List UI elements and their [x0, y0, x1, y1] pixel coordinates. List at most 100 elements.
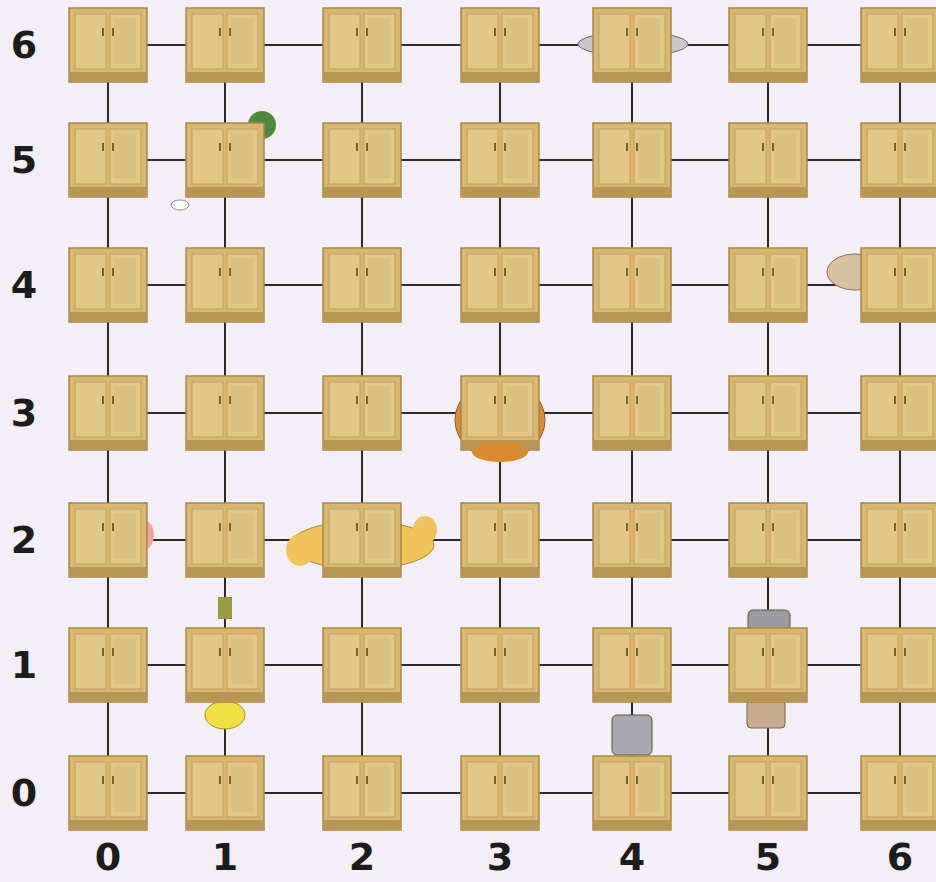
cabinet-panel: [368, 258, 390, 304]
cabinet-body: [69, 376, 147, 450]
cabinet-body: [69, 248, 147, 322]
cabinet-handle: [504, 268, 506, 276]
cabinet-body: [861, 248, 936, 322]
cabinet: [729, 756, 807, 830]
cabinet-door: [634, 14, 665, 69]
cabinet-handle: [772, 396, 774, 404]
cabinet: [323, 123, 401, 197]
cabinet-handle: [356, 523, 358, 531]
cabinet-handle: [356, 268, 358, 276]
cabinet-panel: [114, 386, 136, 432]
column-number: 1: [212, 838, 238, 876]
cabinet-door: [110, 382, 141, 437]
cabinet-panel: [774, 386, 796, 432]
cabinet-panel: [906, 766, 928, 812]
cabinet: [593, 756, 671, 830]
cabinet-panel: [114, 18, 136, 64]
row-number: 0: [11, 774, 37, 812]
cabinet-handle: [772, 523, 774, 531]
cabinet: [186, 8, 264, 82]
cabinet-door: [75, 509, 106, 564]
cabinet-body: [593, 376, 671, 450]
cabinet-door: [364, 129, 395, 184]
cabinet-door: [502, 509, 533, 564]
cabinet-body: [186, 503, 264, 577]
cabinet-base: [461, 692, 539, 702]
cabinet-door: [902, 762, 933, 817]
cabinet-door: [735, 634, 766, 689]
cabinet-body: [861, 8, 936, 82]
cabinet-body: [729, 376, 807, 450]
cabinet: [729, 123, 807, 197]
cabinet-handle: [772, 28, 774, 36]
cabinet: [461, 248, 539, 322]
cabinet-door: [227, 762, 258, 817]
cabinet-base: [729, 72, 807, 82]
column-number: 2: [349, 838, 375, 876]
cabinet-door: [902, 254, 933, 309]
cabinet-handle: [112, 523, 114, 531]
cabinet-panel: [368, 18, 390, 64]
cabinet-panel: [906, 18, 928, 64]
cabinet-door: [770, 382, 801, 437]
cabinet-door: [902, 14, 933, 69]
cabinet-body: [729, 503, 807, 577]
cabinet-body: [461, 123, 539, 197]
cabinet: [729, 503, 807, 577]
cabinet-base: [729, 567, 807, 577]
plate-item: [171, 200, 189, 210]
cabinet-panel: [114, 766, 136, 812]
cabinet-handle: [762, 268, 764, 276]
cabinet-handle: [626, 776, 628, 784]
cabinet-base: [861, 692, 936, 702]
cabinet: [461, 376, 539, 450]
cabinet: [69, 503, 147, 577]
cabinet-door: [770, 762, 801, 817]
cabinet-body: [461, 8, 539, 82]
cabinet-panel: [638, 638, 660, 684]
cabinet-panel: [774, 638, 796, 684]
cabinet-handle: [504, 523, 506, 531]
cabinet-panel: [774, 18, 796, 64]
cabinet-handle: [366, 523, 368, 531]
cabinet-base: [323, 567, 401, 577]
cabinet-handle: [494, 776, 496, 784]
cabinet: [861, 503, 936, 577]
cabinet-handle: [762, 28, 764, 36]
cabinet-base: [729, 440, 807, 450]
cabinet-base: [323, 692, 401, 702]
cabinet-handle: [904, 648, 906, 656]
cabinet-door: [364, 254, 395, 309]
onion-item: [472, 442, 528, 462]
cabinet-handle: [762, 776, 764, 784]
cabinet-handle: [219, 523, 221, 531]
cabinet-handle: [772, 776, 774, 784]
cabinet-door: [364, 509, 395, 564]
cabinet-door: [364, 382, 395, 437]
cabinet-panel: [506, 258, 528, 304]
cabinet-handle: [636, 268, 638, 276]
grid-lines: [108, 45, 900, 793]
cabinet-door: [599, 254, 630, 309]
cabinet-door: [110, 634, 141, 689]
cabinet-base: [593, 187, 671, 197]
cabinet-handle: [102, 523, 104, 531]
cabinet: [861, 248, 936, 322]
cabinet-body: [186, 756, 264, 830]
bread-item: [747, 700, 785, 728]
cabinet-base: [186, 567, 264, 577]
cabinet: [69, 376, 147, 450]
cabinet-panel: [906, 638, 928, 684]
cabinet-door: [192, 129, 223, 184]
cabinet-body: [186, 8, 264, 82]
cabinet-panel: [774, 258, 796, 304]
row-number: 1: [11, 646, 37, 684]
cabinet: [323, 503, 401, 577]
bottle-item: [218, 597, 232, 619]
cabinet-handle: [219, 396, 221, 404]
cabinet-base: [323, 312, 401, 322]
cabinet-handle: [762, 648, 764, 656]
cabinet-handle: [894, 268, 896, 276]
cabinet-handle: [229, 776, 231, 784]
cabinet-handle: [504, 143, 506, 151]
